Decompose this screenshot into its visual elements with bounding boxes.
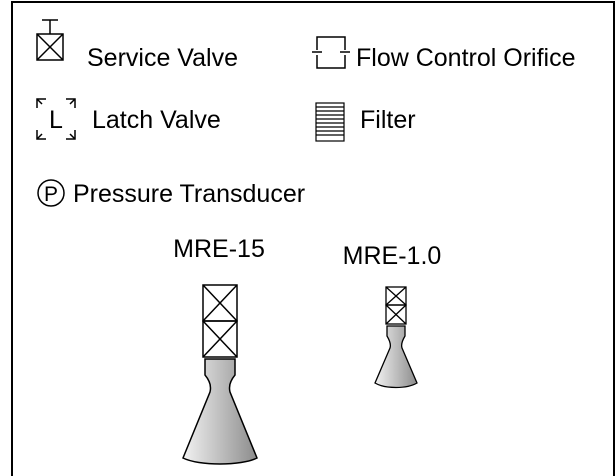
service-valve-label: Service Valve	[87, 44, 238, 72]
pressure-transducer-label: Pressure Transducer	[73, 180, 305, 208]
latch-valve-icon	[36, 98, 76, 140]
latch-valve-label: Latch Valve	[92, 106, 221, 134]
service-valve-icon	[36, 19, 64, 61]
pressure-transducer-icon	[37, 179, 65, 207]
mre-1-0-service-valve-lower	[385, 304, 407, 325]
mre-15-thruster	[182, 284, 258, 465]
mre-15-service-valve-upper	[202, 284, 238, 322]
mre-15-service-valve-lower	[202, 320, 238, 358]
flow-control-orifice-label: Flow Control Orifice	[356, 44, 576, 72]
latch-valve-symbol-letter: L	[49, 106, 63, 134]
mre-1-0-thruster	[374, 286, 418, 389]
diagram-frame	[11, 1, 615, 476]
mre-1-0-nozzle	[374, 325, 418, 389]
pressure-transducer-symbol-letter: P	[44, 183, 58, 206]
filter-icon	[315, 102, 345, 142]
mre-15-label: MRE-15	[173, 235, 265, 263]
mre-1-0-label: MRE-1.0	[343, 242, 442, 270]
mre-15-nozzle	[182, 358, 258, 465]
flow-control-orifice-icon	[312, 36, 350, 69]
mre-1-0-service-valve-upper	[385, 286, 407, 306]
filter-label: Filter	[360, 106, 416, 134]
